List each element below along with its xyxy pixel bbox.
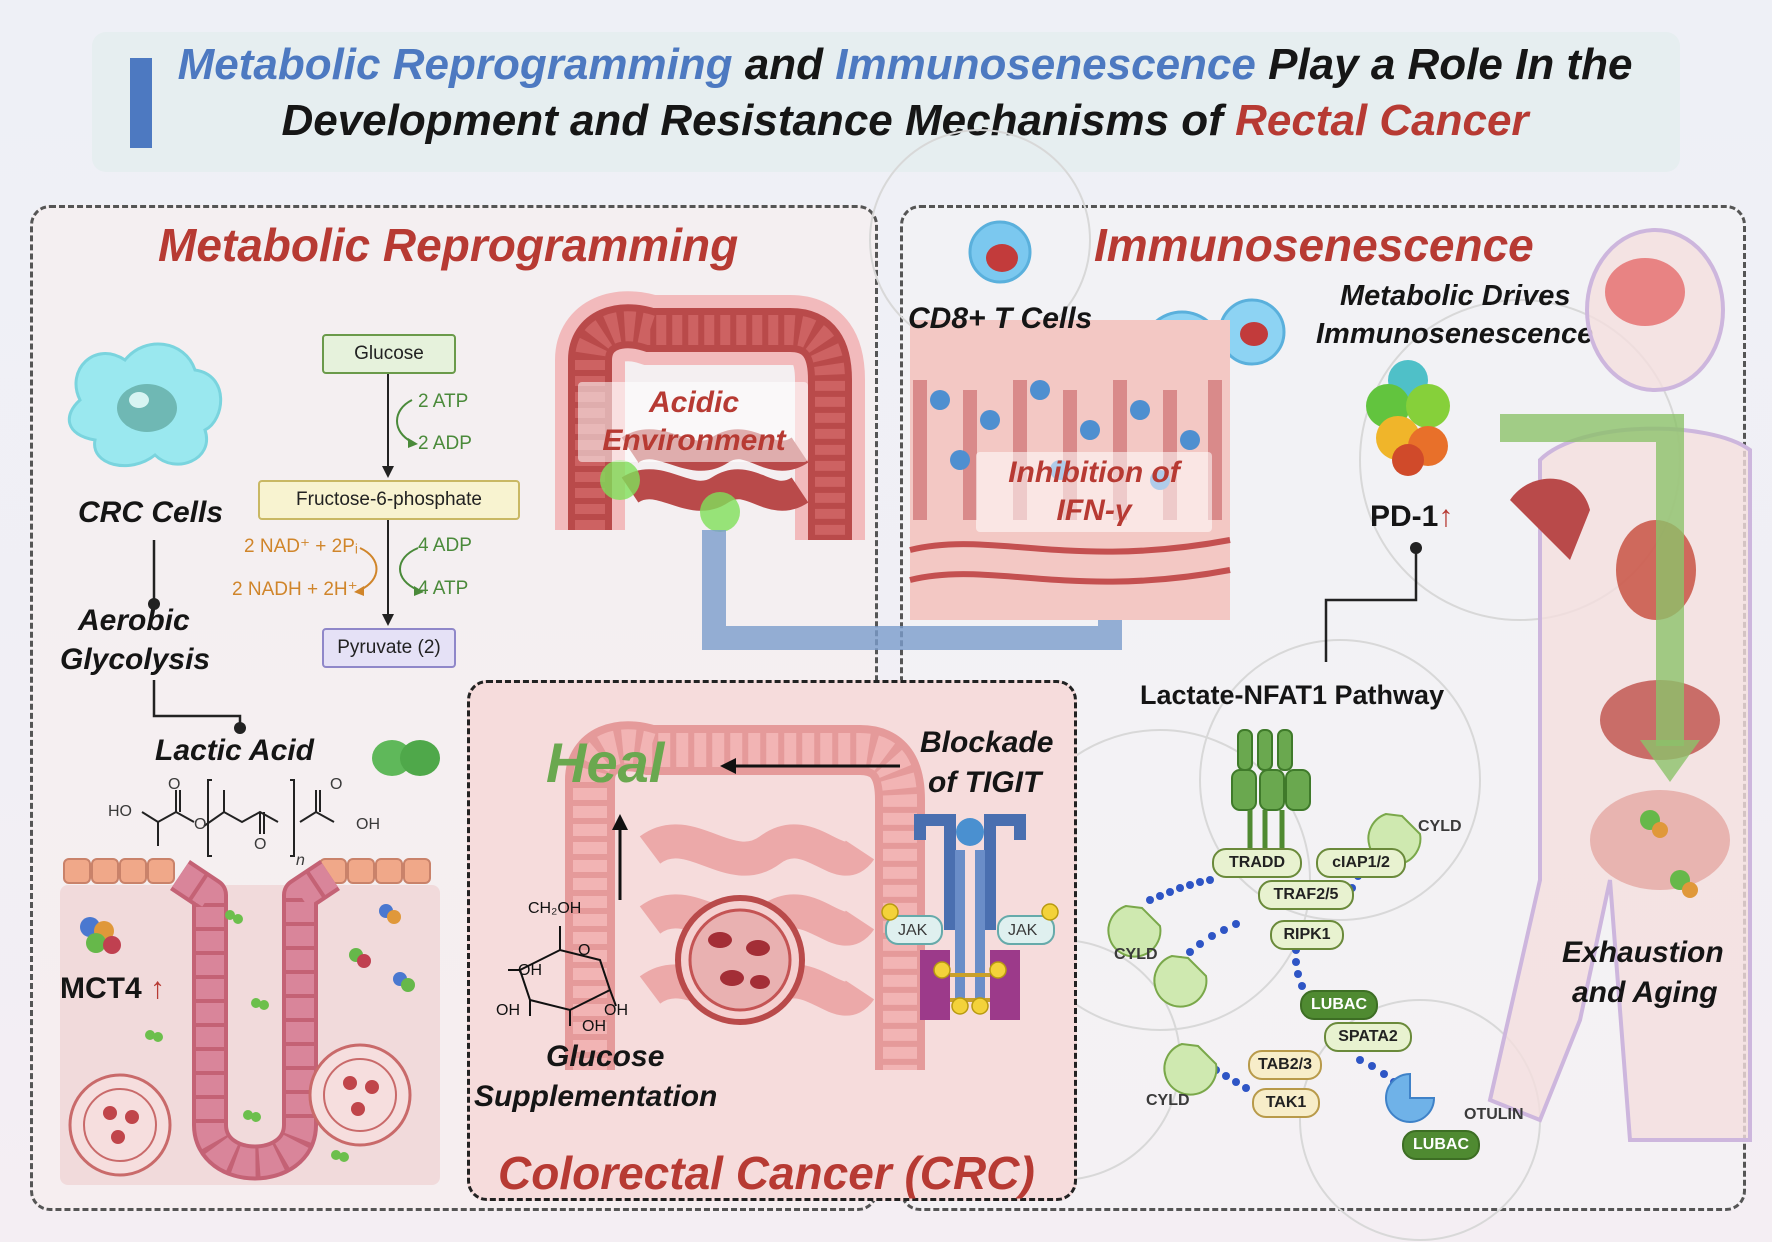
- glucose-oh4: OH: [604, 1002, 628, 1019]
- cyld-label-3: CYLD: [1146, 1092, 1190, 1109]
- blockade-label: Blockade: [920, 726, 1054, 759]
- lactic-acid-label: Lactic Acid: [155, 734, 314, 767]
- chem-ho: HO: [108, 803, 132, 820]
- mct4-label: MCT4 ↑: [60, 972, 165, 1006]
- lactate-nfat1-pathway-label: Lactate-NFAT1 Pathway: [1140, 680, 1445, 710]
- chem-o1: O: [168, 776, 181, 793]
- chem-o2: O: [194, 816, 207, 833]
- otulin-label: OTULIN: [1464, 1106, 1524, 1123]
- pd1-text: PD-1: [1370, 500, 1439, 533]
- lubac-pill-1: LUBAC: [1300, 990, 1378, 1020]
- crc-cells-label: CRC Cells: [78, 496, 224, 529]
- ciap-pill: cIAP1/2: [1316, 848, 1406, 878]
- traf-pill: TRAF2/5: [1258, 880, 1354, 910]
- acidic-overlay: [578, 382, 808, 462]
- lactic-acid-molecule-icon: [372, 740, 440, 776]
- polylactic-acid-structure: [141, 779, 335, 857]
- fructose-6-phosphate-box: Fructose-6-phosphate: [258, 480, 520, 520]
- immunosenescence-label: Immunosenescence: [1316, 318, 1594, 350]
- adp-out-label: 2 ADP: [418, 433, 472, 454]
- nfat1-signaling-diagram: [1107, 729, 1436, 1123]
- chem-n: n: [296, 852, 305, 869]
- metabolic-drives-label: Metabolic Drives: [1340, 280, 1571, 312]
- chem-o4: O: [330, 776, 343, 793]
- glucose-oh3: OH: [582, 1018, 606, 1035]
- title-highlight-cancer: Rectal Cancer: [1235, 96, 1529, 145]
- jak-left-label: JAK: [898, 922, 928, 939]
- cyld-label-1: CYLD: [1418, 818, 1462, 835]
- environment-label: Environment: [602, 424, 786, 457]
- exhaustion-label: Exhaustion: [1562, 936, 1724, 969]
- pd1-label: PD-1↑: [1370, 500, 1453, 534]
- title-line-2: Development and Resistance Mechanisms of…: [150, 96, 1660, 146]
- healthy-colon-illustration: [565, 721, 925, 1070]
- chem-oh: OH: [356, 816, 380, 833]
- pd1-protein-icon: [1366, 360, 1450, 476]
- atp-out-label: 4 ATP: [418, 578, 469, 599]
- glucose-structure: [508, 926, 617, 1026]
- atp-in-label: 2 ATP: [418, 391, 469, 412]
- title-banner: [92, 32, 1680, 172]
- tradd-pill: TRADD: [1212, 848, 1302, 878]
- crc-cell-icon: [67, 342, 223, 468]
- adp-in-label: 4 ADP: [418, 535, 472, 556]
- glucose-oh2: OH: [496, 1002, 520, 1019]
- title-text: Development and Resistance Mechanisms of: [281, 96, 1236, 145]
- spata2-pill: SPATA2: [1324, 1022, 1412, 1052]
- aerobic-label: Aerobic: [78, 604, 190, 637]
- tak1-pill: TAK1: [1252, 1088, 1320, 1118]
- title-highlight-immuno: Immunosenescence: [835, 40, 1256, 89]
- jak-right-label: JAK: [1008, 922, 1038, 939]
- glucose-box: Glucose: [322, 334, 456, 374]
- receptor-jak-illustration: [881, 814, 1059, 1020]
- nad-label: 2 NAD⁺ + 2Pᵢ: [244, 536, 358, 557]
- title-line-1: Metabolic Reprogramming and Immunosenesc…: [150, 40, 1660, 90]
- chem-o3: O: [254, 836, 267, 853]
- inhibition-overlay: [976, 452, 1212, 532]
- ifn-gamma-label: IFN-γ: [1056, 494, 1132, 527]
- cyld-label-2: CYLD: [1114, 946, 1158, 963]
- title-text: Play a Role In the: [1255, 40, 1633, 89]
- cd8-t-cells-label: CD8+ T Cells: [908, 302, 1093, 335]
- ripk1-pill: RIPK1: [1270, 920, 1344, 950]
- inhibition-label: Inhibition of: [1008, 456, 1180, 489]
- aging-label: and Aging: [1572, 976, 1718, 1009]
- title-accent-bar: [130, 58, 152, 148]
- of-tigit-label: of TIGIT: [928, 766, 1042, 799]
- glucose-label: Glucose: [546, 1040, 665, 1073]
- metabolic-section-title: Metabolic Reprogramming: [158, 219, 739, 271]
- glucose-o: O: [578, 942, 591, 959]
- tab-pill: TAB2/3: [1248, 1050, 1322, 1080]
- intestinal-crypt-illustration: [60, 858, 440, 1185]
- glucose-ch2oh: CH₂OH: [528, 900, 582, 917]
- nadh-label: 2 NADH + 2H⁺: [232, 579, 358, 600]
- lubac-pill-2: LUBAC: [1402, 1130, 1480, 1160]
- mct4-text: MCT4: [60, 972, 142, 1005]
- up-arrow-icon: ↑: [1438, 500, 1454, 533]
- crc-section-title: Colorectal Cancer (CRC): [498, 1147, 1035, 1199]
- pyruvate-box: Pyruvate (2): [322, 628, 456, 668]
- title-text: and: [732, 40, 836, 89]
- glucose-oh1: OH: [518, 962, 542, 979]
- supplementation-label: Supplementation: [474, 1080, 718, 1113]
- glycolysis-label: Glycolysis: [60, 643, 211, 676]
- title-highlight-metabolic: Metabolic Reprogramming: [177, 40, 733, 89]
- heal-label: Heal: [546, 731, 665, 794]
- immunosenescence-section-title: Immunosenescence: [1094, 219, 1534, 271]
- acidic-label: Acidic: [648, 386, 740, 419]
- up-arrow-icon: ↑: [141, 972, 166, 1005]
